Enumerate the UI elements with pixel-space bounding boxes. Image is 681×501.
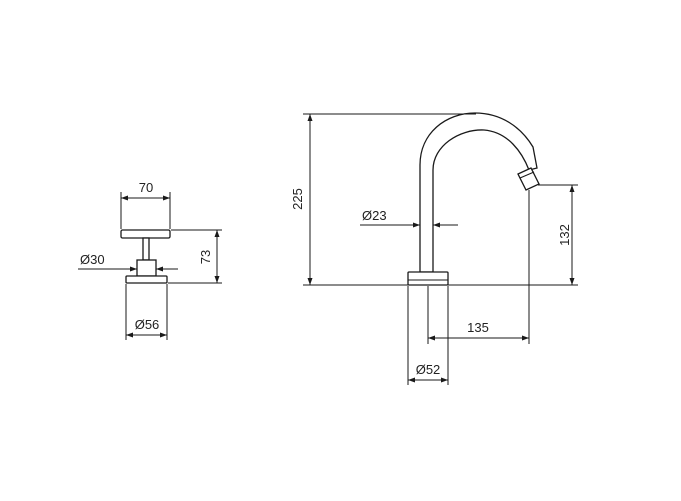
handle-neck xyxy=(142,237,150,261)
stem-diameter-label: Ø30 xyxy=(80,252,105,267)
handle-view: 70 Ø30 73 Ø56 xyxy=(78,180,222,340)
spout-view: 225 Ø23 132 135 Ø52 xyxy=(290,112,578,385)
spout-body xyxy=(419,112,538,273)
spout-diameter-label: Ø23 xyxy=(362,208,387,223)
spout-base xyxy=(407,271,449,286)
outlet-height-label: 132 xyxy=(557,224,572,246)
handle-width-label: 70 xyxy=(139,180,153,195)
reach-label: 135 xyxy=(467,320,489,335)
valve-base xyxy=(125,275,168,284)
spout-aerator xyxy=(517,167,540,191)
handle-height-label: 73 xyxy=(198,250,213,264)
valve-base-diameter-label: Ø56 xyxy=(135,317,160,332)
spout-base-diameter-label: Ø52 xyxy=(416,362,441,377)
cross-handle xyxy=(120,229,171,239)
total-height-label: 225 xyxy=(290,188,305,210)
valve-stem xyxy=(136,259,157,277)
